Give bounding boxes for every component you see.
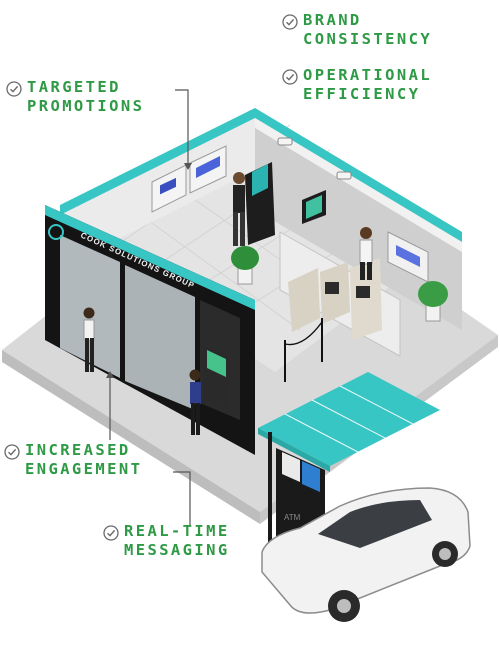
plant-icon <box>231 246 448 322</box>
check-circle-icon <box>4 444 20 460</box>
security-camera-icon <box>277 137 352 180</box>
callout-line-2: ENGAGEMENT <box>25 460 143 478</box>
suv-car <box>261 487 471 622</box>
leader-lines <box>109 89 191 525</box>
check-circle-icon <box>282 14 298 30</box>
callout-line-1: INCREASED <box>25 441 131 459</box>
logo-icon <box>48 224 64 240</box>
person-figures <box>233 172 373 280</box>
check-circle-icon <box>103 525 119 541</box>
drive-through-canopy <box>258 372 440 552</box>
atm-machine <box>203 345 230 410</box>
atm-label: ATM <box>284 513 301 522</box>
callout-line-1: TARGETED <box>27 78 121 96</box>
callout-line-1: BRAND <box>303 11 362 29</box>
callout-real-time-messaging: REAL-TIME MESSAGING <box>103 522 230 560</box>
callout-increased-engagement: INCREASED ENGAGEMENT <box>4 441 142 479</box>
front-wall <box>45 205 255 455</box>
wall-tablet <box>302 190 326 224</box>
back-wall-right <box>255 108 462 330</box>
person-figures-outside <box>83 307 201 435</box>
callout-targeted-promotions: TARGETED PROMOTIONS <box>6 78 144 116</box>
callout-line-1: OPERATIONAL <box>303 66 433 84</box>
callout-line-1: REAL-TIME <box>124 522 230 540</box>
callout-line-2: EFFICIENCY <box>303 85 421 103</box>
queue-stanchions <box>284 318 323 382</box>
callout-line-2: CONSISTENCY <box>303 30 433 48</box>
callout-line-2: PROMOTIONS <box>27 97 145 115</box>
promo-screen-right <box>189 145 227 194</box>
callout-operational-efficiency: OPERATIONAL EFFICIENCY <box>282 66 432 104</box>
promo-screen-left <box>151 164 187 213</box>
check-circle-icon <box>282 69 298 85</box>
callout-brand-consistency: BRAND CONSISTENCY <box>282 11 432 49</box>
check-circle-icon <box>6 81 22 97</box>
kiosk <box>245 162 275 245</box>
leader-arrows <box>106 163 192 378</box>
callout-line-2: MESSAGING <box>124 541 230 559</box>
teller-desks <box>288 258 382 340</box>
